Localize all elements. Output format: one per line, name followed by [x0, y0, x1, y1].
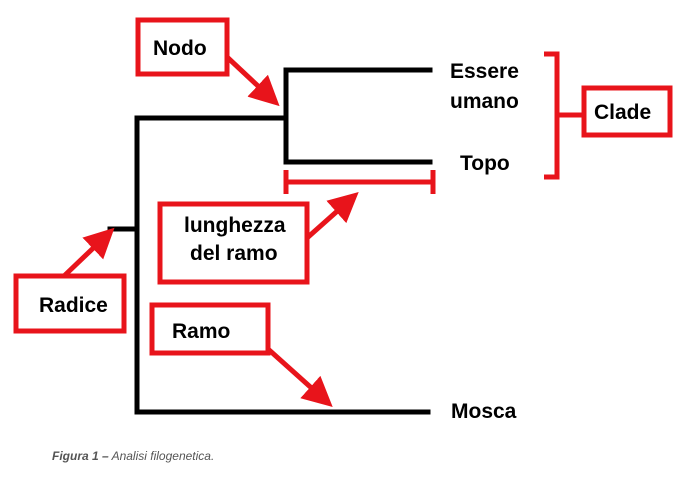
figure-caption-label: Figura 1 –	[52, 449, 109, 463]
node-label-box	[135, 17, 230, 77]
leaf-label-human-line2: umano	[450, 90, 519, 113]
node-label: Nodo	[153, 37, 207, 60]
node-arrow	[225, 55, 280, 107]
branch-length-label-line2: del ramo	[190, 242, 278, 265]
branch-length-bracket	[283, 170, 436, 194]
root-label: Radice	[39, 294, 108, 317]
leaf-label-fly: Mosca	[451, 400, 517, 423]
figure-caption: Figura 1 – Analisi filogenetica.	[52, 449, 214, 463]
branch-length-label-box	[157, 201, 310, 285]
branch-length-arrow	[305, 192, 359, 240]
clade-bracket	[544, 51, 584, 180]
root-label-box	[13, 273, 127, 334]
tree	[107, 67, 433, 415]
branch-length-label-line1: lunghezza	[184, 214, 286, 237]
leaf-label-human-line1: Essere	[450, 60, 519, 83]
clade-label-box	[581, 85, 673, 138]
leaf-label-mouse: Topo	[460, 152, 510, 175]
branch-label-box	[149, 302, 271, 356]
annotations: Nodo Clade lunghezza del ramo Radice Ram…	[13, 17, 673, 408]
branch-arrow	[266, 347, 333, 408]
clade-label: Clade	[594, 101, 651, 124]
branch-label: Ramo	[172, 320, 230, 343]
figure-caption-text: Analisi filogenetica.	[111, 449, 215, 463]
root-arrow	[62, 227, 115, 278]
